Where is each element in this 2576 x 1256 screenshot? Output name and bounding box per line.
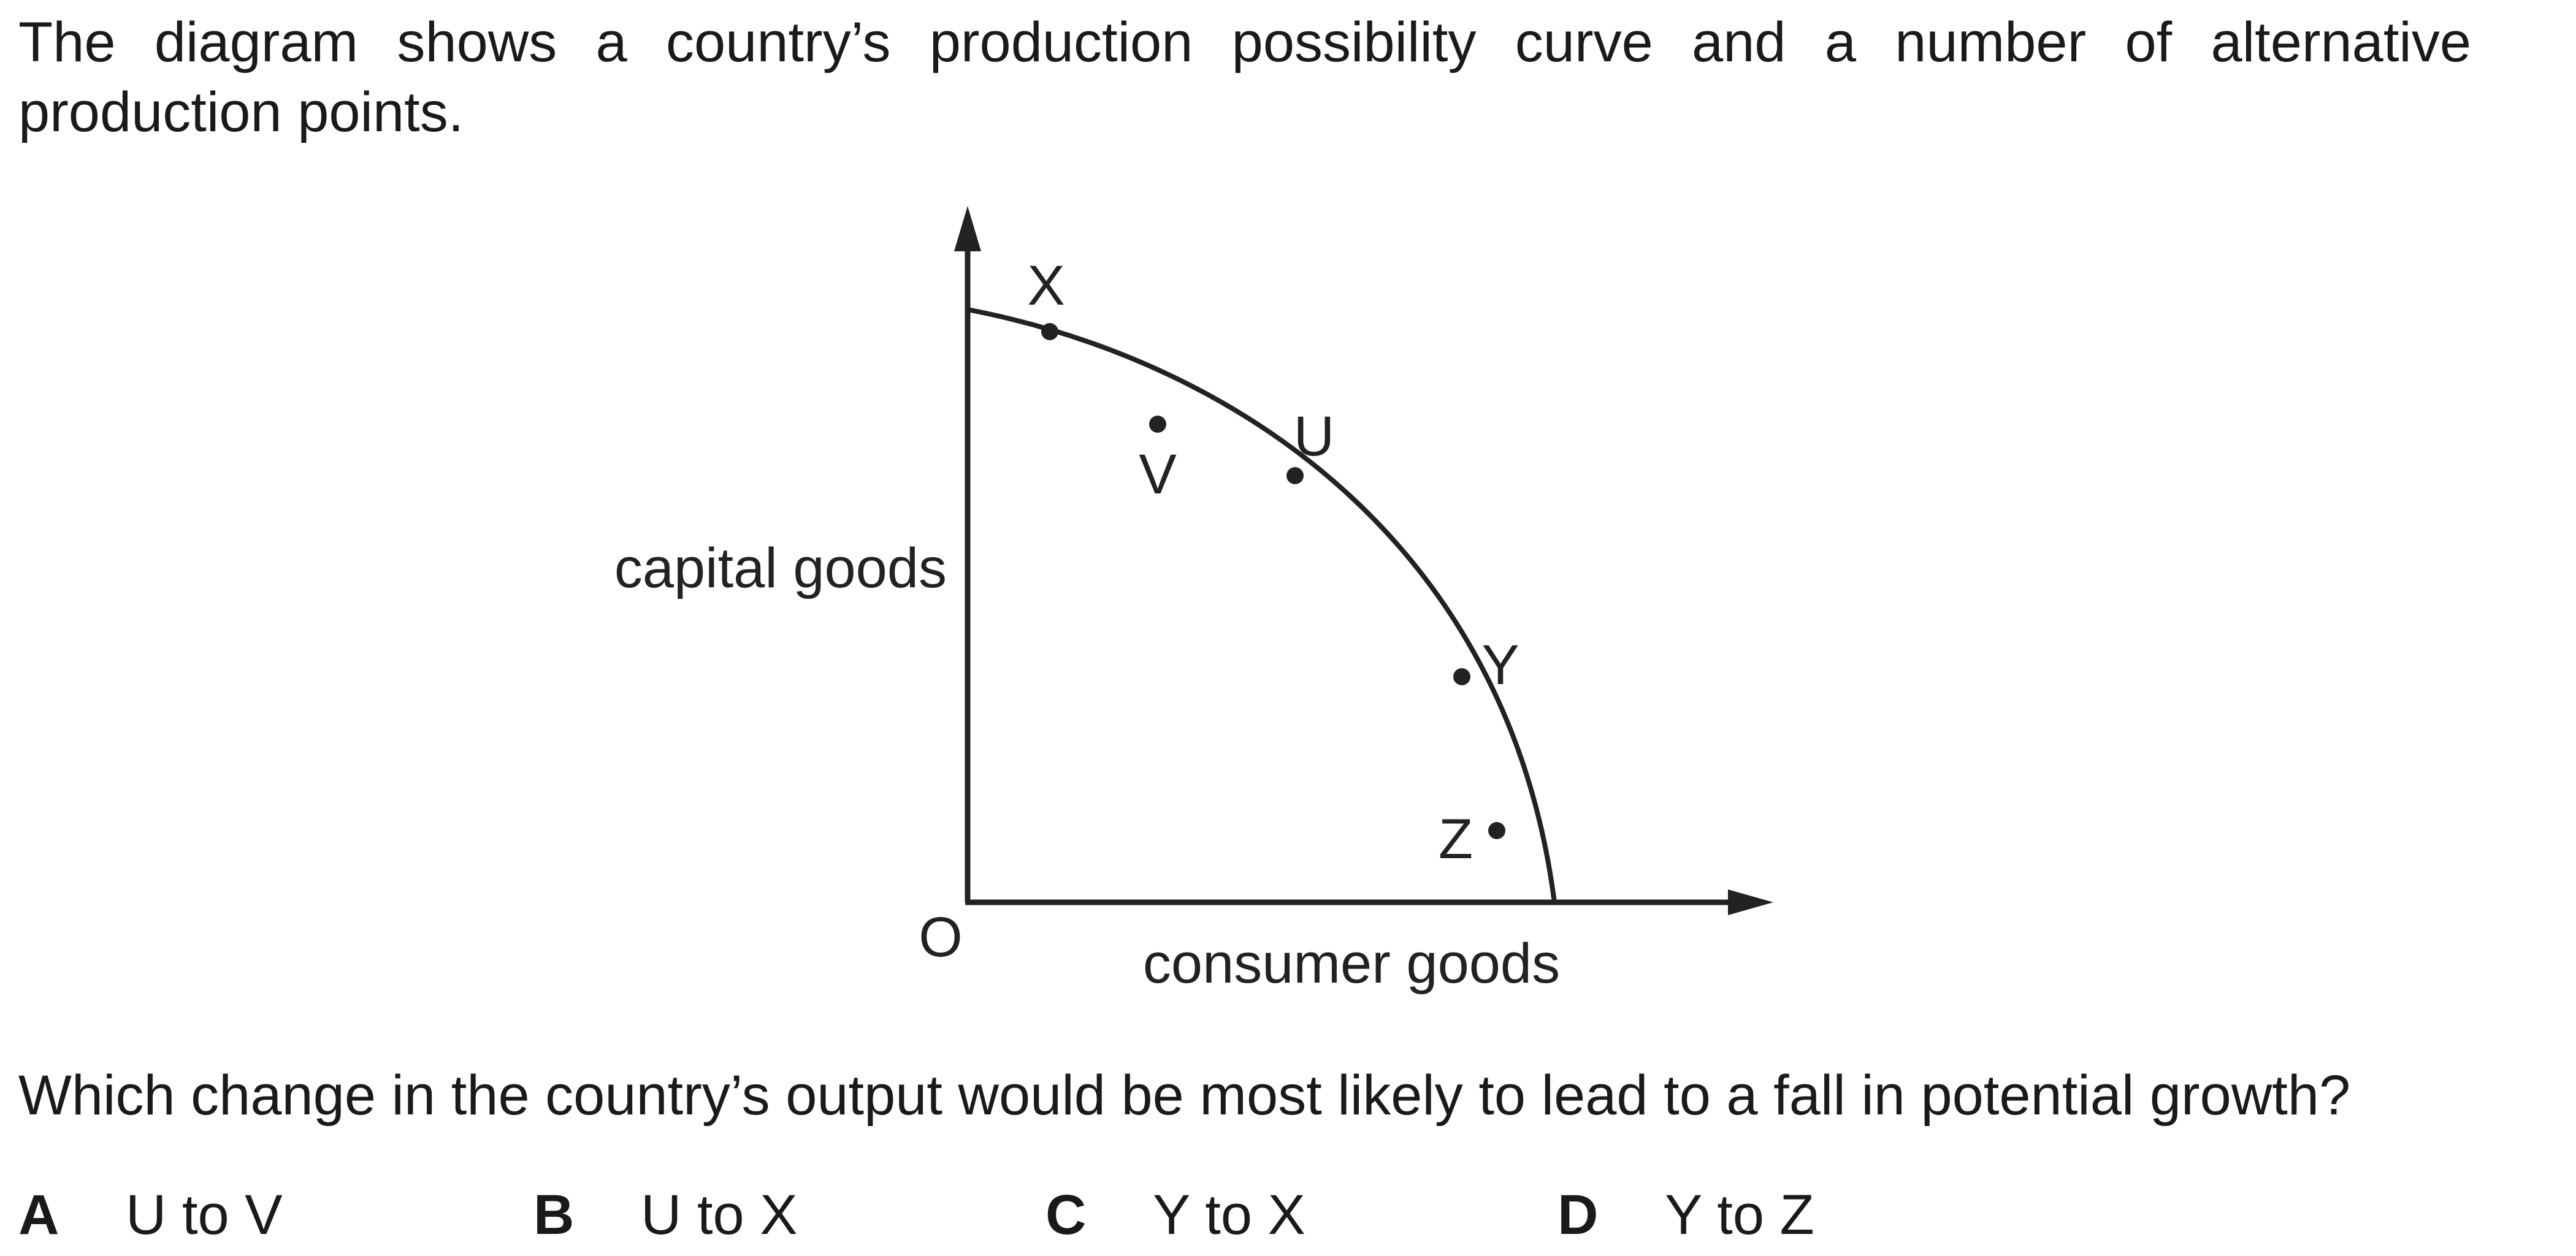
x-axis-arrow-icon: [1728, 889, 1773, 915]
point-v-label: V: [1139, 443, 1176, 506]
point-x-dot: [1041, 323, 1058, 340]
option-b-text: U to X: [641, 1184, 798, 1246]
option-b[interactable]: B U to X: [533, 1180, 798, 1250]
question-intro: The diagram shows a country’s production…: [18, 11, 2471, 143]
point-y-label: Y: [1481, 634, 1519, 696]
ppc-curve: [967, 307, 1557, 903]
point-z-dot: [1488, 822, 1505, 839]
option-d-text: Y to Z: [1665, 1184, 1814, 1246]
y-axis-label: capital goods: [614, 537, 947, 599]
point-v-dot: [1149, 416, 1166, 433]
option-c[interactable]: C Y to X: [1045, 1180, 1305, 1250]
answer-options: A U to V B U to X C Y to X D Y to Z: [0, 1180, 2576, 1254]
point-y-dot: [1453, 668, 1470, 685]
origin-label: O: [919, 906, 963, 969]
option-d-letter: D: [1557, 1184, 1599, 1246]
option-d[interactable]: D Y to Z: [1557, 1180, 1814, 1250]
option-c-letter: C: [1045, 1184, 1087, 1246]
point-u-dot: [1286, 467, 1304, 484]
point-x-label: X: [1027, 254, 1064, 317]
option-a[interactable]: A U to V: [18, 1180, 283, 1250]
x-axis-label: consumer goods: [1143, 932, 1560, 995]
option-b-letter: B: [533, 1184, 575, 1246]
option-a-letter: A: [18, 1184, 59, 1246]
point-u-label: U: [1294, 405, 1334, 468]
point-z-label: Z: [1439, 808, 1473, 870]
option-c-text: Y to X: [1153, 1184, 1305, 1246]
y-axis-arrow-icon: [954, 206, 981, 251]
option-a-text: U to V: [126, 1184, 283, 1246]
question-prompt: Which change in the country’s output wou…: [18, 1064, 2351, 1127]
